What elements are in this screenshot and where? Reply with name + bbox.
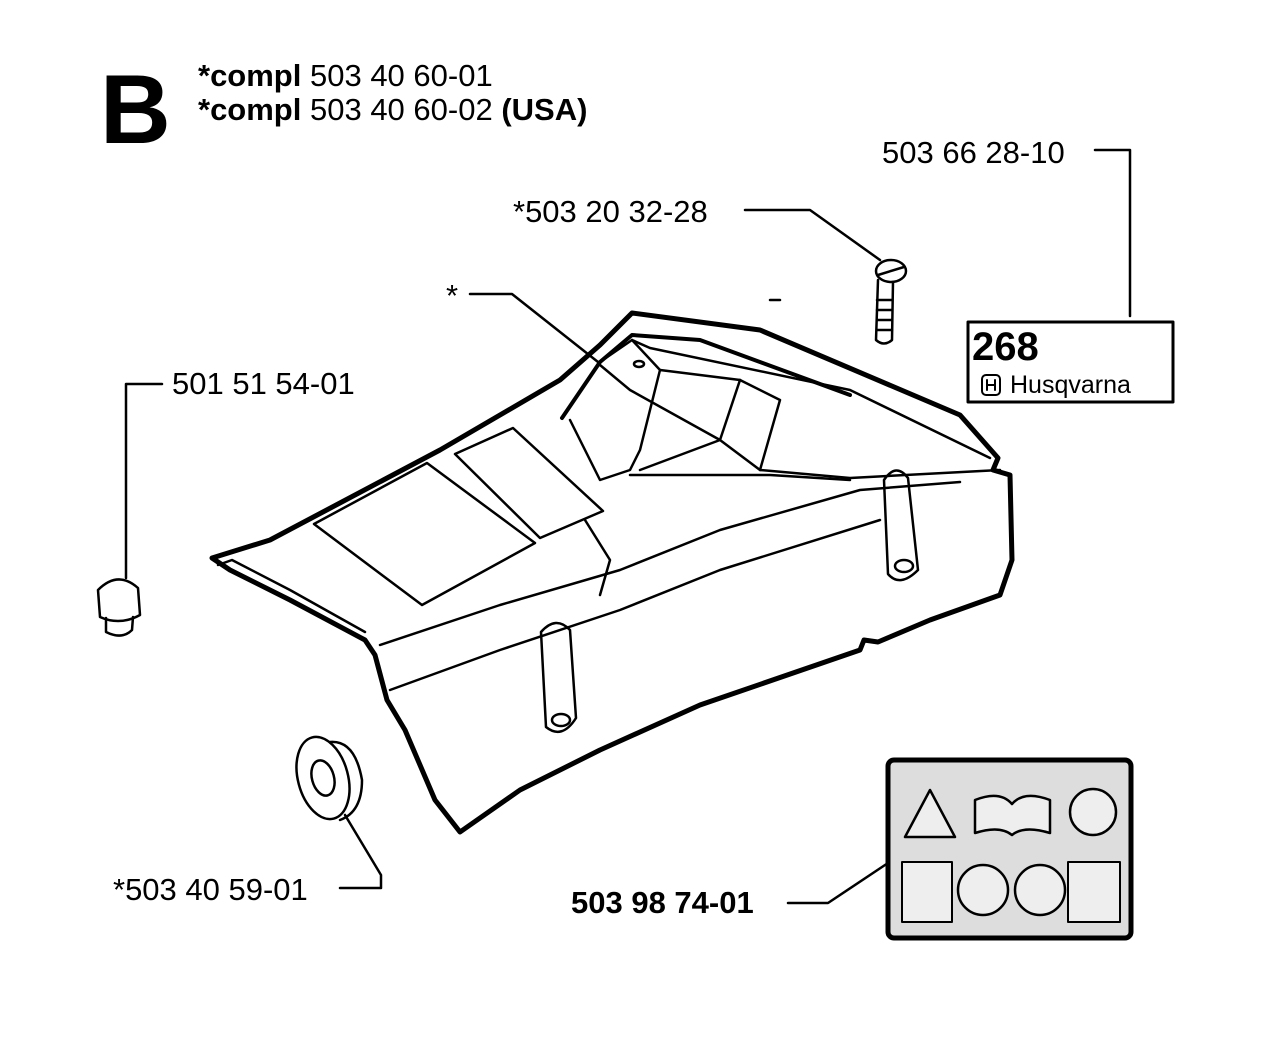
grommet-part: [295, 735, 364, 822]
cover-part: [209, 298, 1015, 835]
ear-protection-icon: [1068, 787, 1118, 837]
warning-decal-part-number: 503 98 74-01: [571, 885, 754, 920]
leader-decal-label: [1093, 148, 1132, 318]
kickback-icon: [901, 861, 953, 923]
grommet-part-number: *503 40 59-01: [113, 872, 308, 907]
screw-part: [874, 258, 908, 345]
model-decal-part: [966, 320, 1175, 404]
section-letter: B: [100, 54, 171, 164]
leader-lines: [124, 148, 1132, 905]
assembly-prefix: *compl: [198, 92, 302, 127]
no-one-hand-icon: [956, 863, 1010, 917]
assembly-number-1: *compl 503 40 60-01: [198, 60, 493, 91]
plug-part-number: 501 51 54-01: [172, 366, 355, 401]
screw-part-number: *503 20 32-28: [513, 194, 708, 229]
decal-label-part-number: 503 66 28-10: [882, 135, 1065, 170]
manual-book-icon: [973, 794, 1052, 837]
leader-cover: [468, 292, 600, 364]
assembly-number-2: *compl 503 40 60-02 (USA): [198, 94, 587, 125]
no-tip-contact-icon: [1013, 863, 1067, 917]
leader-screw: [743, 208, 882, 262]
plug-part: [96, 578, 142, 637]
assembly-part-number: 503 40 60-01: [309, 58, 493, 93]
cover-part-marker: *: [446, 278, 459, 313]
leader-grommet: [338, 813, 383, 890]
decal-brand-name: Husqvarna: [1010, 371, 1131, 399]
leader-warning-decal: [786, 861, 890, 905]
assembly-region: (USA): [501, 92, 588, 127]
assembly-part-number: 503 40 60-02: [309, 92, 493, 127]
assembly-prefix: *compl: [198, 58, 302, 93]
leader-plug: [124, 382, 164, 580]
warning-triangle-icon: [903, 788, 957, 839]
decal-model-number: 268: [972, 325, 1039, 369]
warning-decal-part: [885, 757, 1134, 941]
safety-distance-icon: [1067, 861, 1121, 923]
